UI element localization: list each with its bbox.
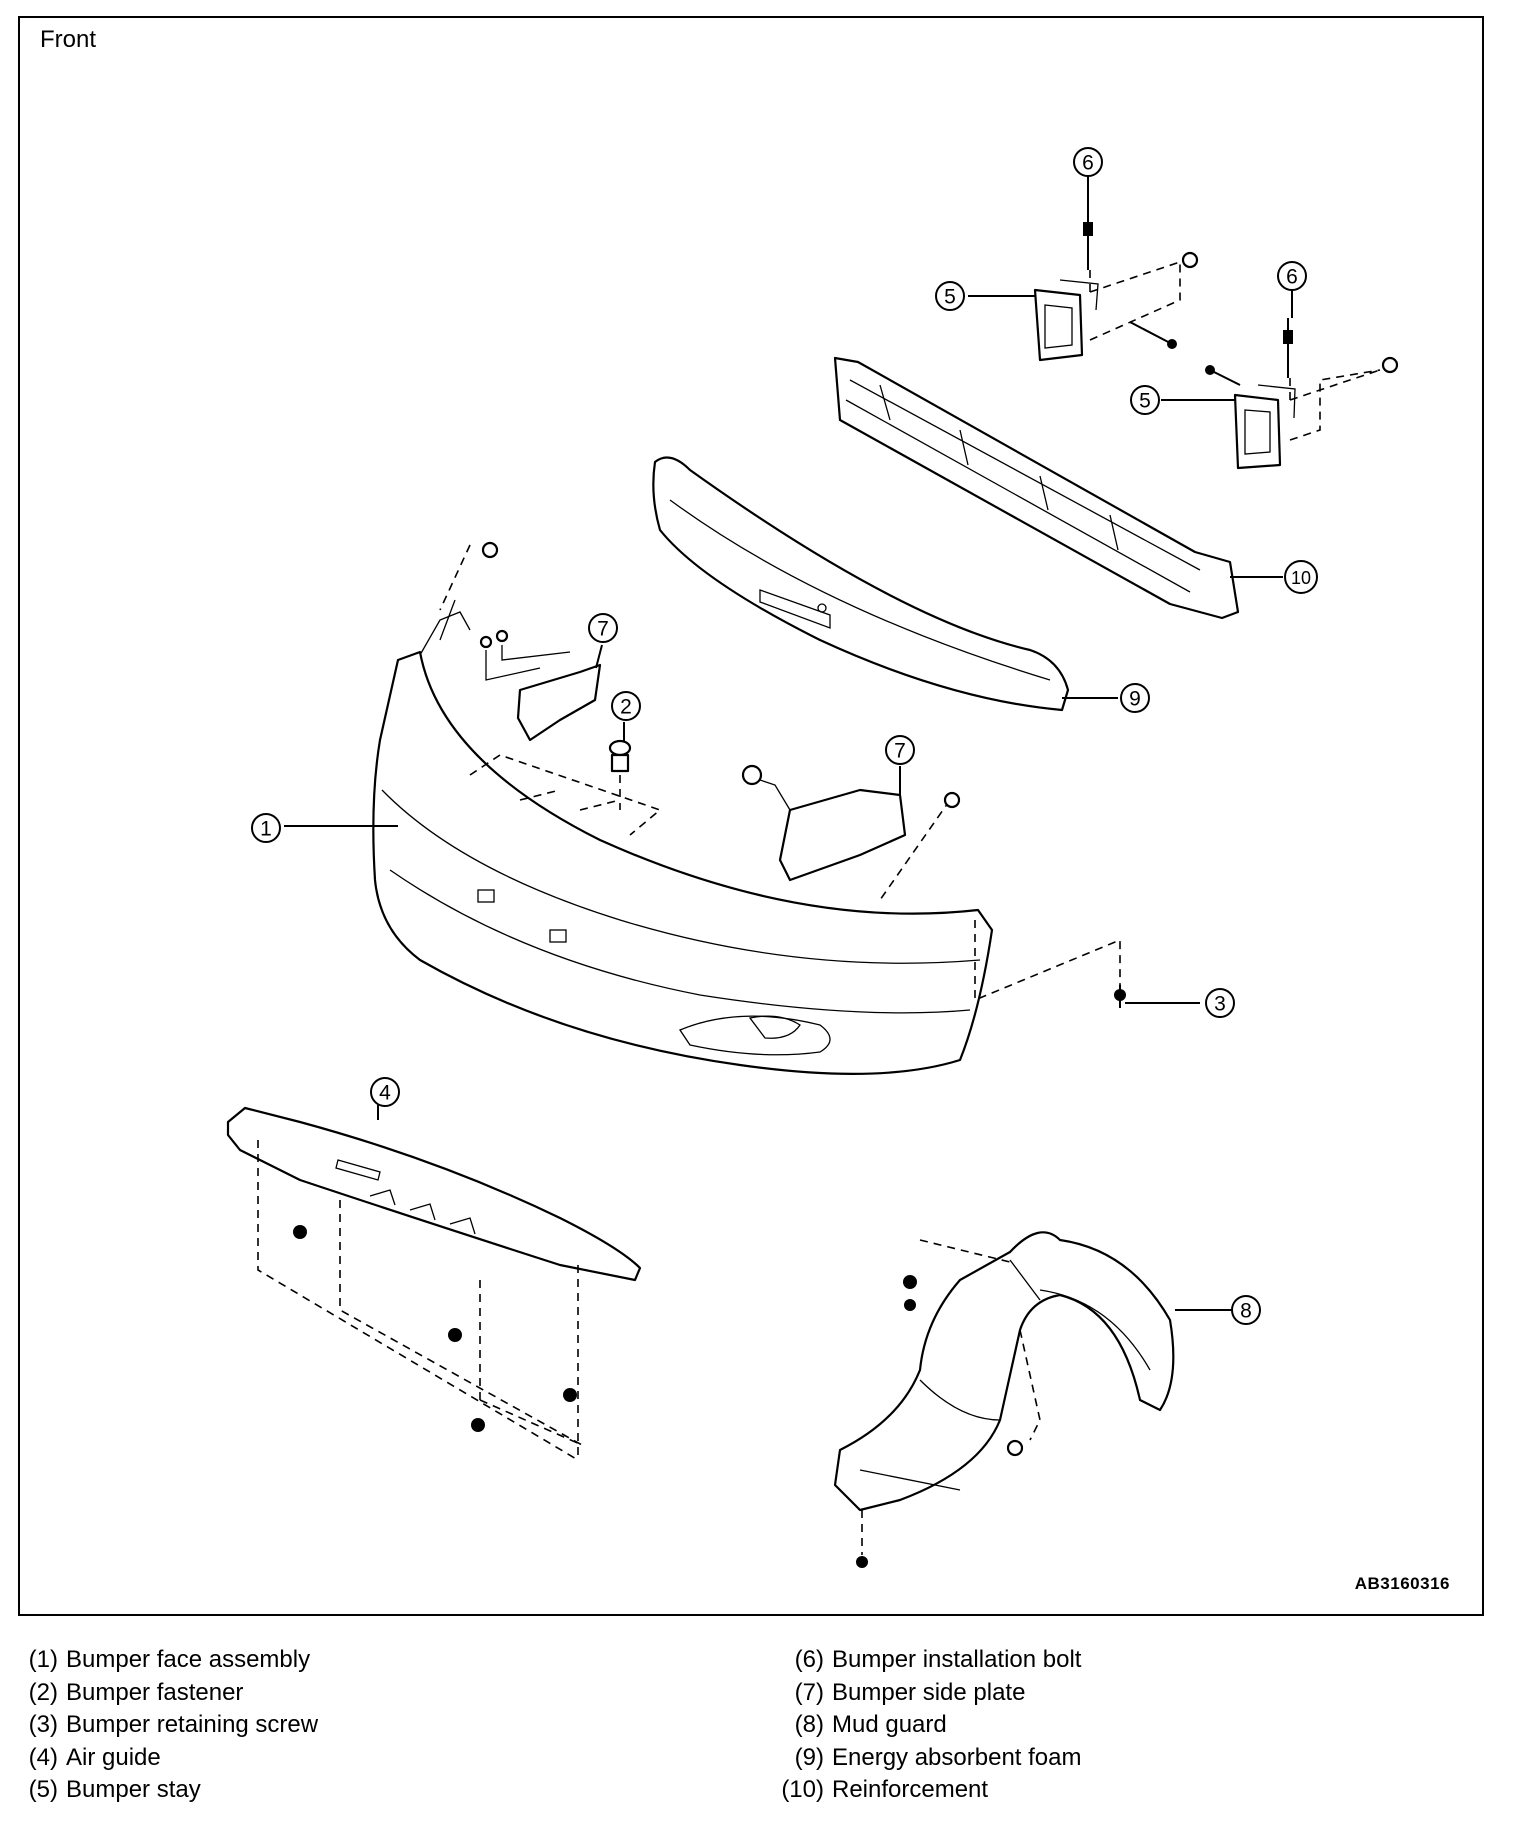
legend-item: (1) Bumper face assembly xyxy=(14,1644,318,1677)
legend-number: (8) xyxy=(794,1711,824,1738)
bumper-fastener-part xyxy=(608,739,632,810)
legend-item: (10) Reinforcement xyxy=(766,1774,1081,1807)
mud-guard-part xyxy=(833,1231,1175,1568)
legend-number: (3) xyxy=(28,1711,58,1738)
legend-number: (5) xyxy=(28,1776,58,1803)
callout-6-lower: 6 xyxy=(1277,261,1307,291)
callout-4: 4 xyxy=(370,1077,400,1107)
bumper-stay-upper xyxy=(1033,210,1199,362)
callout-7-left: 7 xyxy=(588,613,618,643)
legend-text: Bumper fastener xyxy=(66,1678,244,1706)
legend-right-column: (6) Bumper installation bolt (7) Bumper si… xyxy=(766,1644,1081,1807)
svg-text:7: 7 xyxy=(597,618,609,641)
legend-item: (8) Mud guard xyxy=(766,1709,1081,1742)
legend-text: Air guide xyxy=(66,1743,161,1771)
legend-number: (2) xyxy=(28,1678,58,1706)
legend-number: (4) xyxy=(28,1743,58,1771)
svg-text:2: 2 xyxy=(620,696,632,719)
legend-number: (7) xyxy=(794,1678,824,1706)
svg-text:6: 6 xyxy=(1082,152,1094,175)
view-label: Front xyxy=(40,26,97,53)
legend-number: (1) xyxy=(28,1646,58,1673)
callout-6-upper: 6 xyxy=(1073,147,1103,177)
bumper-retaining-screw-part xyxy=(1114,985,1126,1008)
air-guide-part xyxy=(226,1106,642,1461)
reinforcement-part xyxy=(833,356,1240,620)
legend-text: Reinforcement xyxy=(832,1776,989,1803)
legend-item: (9) Energy absorbent foam xyxy=(766,1742,1082,1775)
callout-10: 10 xyxy=(1284,560,1318,594)
energy-absorbent-foam-part xyxy=(652,456,1070,712)
svg-text:5: 5 xyxy=(1139,390,1151,413)
exploded-parts-drawing: 1 2 3 4 5 5 6 6 7 7 8 9 10 xyxy=(226,147,1399,1568)
svg-text:8: 8 xyxy=(1240,1300,1252,1323)
bumper-side-plate-left xyxy=(479,629,602,742)
bumper-side-plate-right xyxy=(741,764,961,901)
callout-3: 3 xyxy=(1205,988,1235,1018)
svg-text:7: 7 xyxy=(894,740,906,763)
bumper-stay-lower xyxy=(1205,318,1399,470)
legend-number: (9) xyxy=(794,1743,824,1771)
svg-text:10: 10 xyxy=(1291,568,1311,588)
legend-item: (6) Bumper installation bolt xyxy=(766,1644,1082,1677)
legend-number: (6) xyxy=(794,1646,824,1673)
legend-item: (4) Air guide xyxy=(14,1742,318,1775)
legend-text: Bumper retaining screw xyxy=(66,1711,319,1738)
legend-text: Mud guard xyxy=(832,1711,947,1738)
legend-item: (3) Bumper retaining screw xyxy=(14,1709,318,1742)
svg-text:4: 4 xyxy=(379,1082,391,1105)
legend-text: Bumper installation bolt xyxy=(832,1646,1082,1673)
legend-item: (7) Bumper side plate xyxy=(766,1677,1081,1710)
callout-leader-lines xyxy=(284,175,1293,1311)
svg-text:1: 1 xyxy=(260,818,272,841)
callout-9: 9 xyxy=(1120,683,1150,713)
callout-1: 1 xyxy=(251,813,281,843)
svg-text:9: 9 xyxy=(1129,688,1141,711)
svg-text:3: 3 xyxy=(1214,993,1226,1016)
legend-text: Bumper side plate xyxy=(832,1678,1026,1706)
legend-left-column: (1) Bumper face assembly (2) Bumper fasten… xyxy=(14,1644,318,1807)
callout-7-right: 7 xyxy=(885,735,915,765)
legend-number: (10) xyxy=(781,1776,824,1803)
legend-item: (2) Bumper fastener xyxy=(14,1677,318,1710)
legend-text: Bumper face assembly xyxy=(66,1646,311,1673)
diagram-frame xyxy=(18,16,1484,1616)
callout-2: 2 xyxy=(611,691,641,721)
svg-text:5: 5 xyxy=(944,286,956,309)
callout-5-lower: 5 xyxy=(1130,385,1160,415)
bumper-face-assembly-part xyxy=(372,541,1121,1075)
legend-text: Energy absorbent foam xyxy=(832,1743,1082,1771)
callout-5-upper: 5 xyxy=(935,281,965,311)
callout-8: 8 xyxy=(1231,1295,1261,1325)
svg-text:6: 6 xyxy=(1286,266,1298,289)
legend-item: (5) Bumper stay xyxy=(14,1774,318,1807)
legend-text: Bumper stay xyxy=(66,1776,201,1803)
